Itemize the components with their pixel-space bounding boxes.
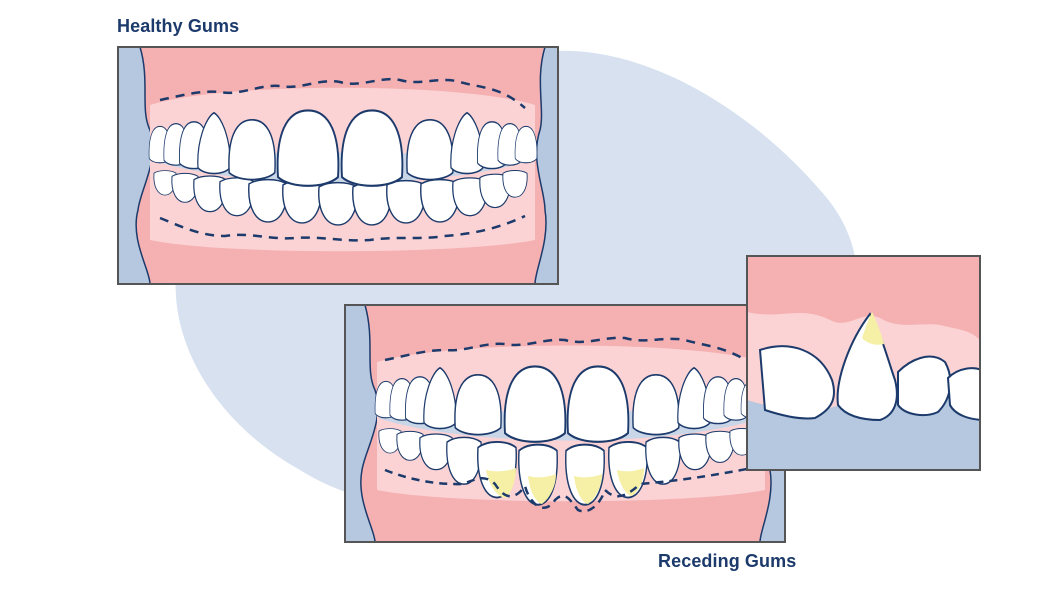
receding-gums-panel xyxy=(345,305,785,542)
zoom-detail-panel xyxy=(747,256,980,470)
upper-gum-line xyxy=(159,77,526,109)
receding-gums-label: Receding Gums xyxy=(658,551,797,571)
zoom-panel-frame xyxy=(746,255,981,471)
right-cheek xyxy=(534,47,558,284)
exposed-roots xyxy=(486,468,644,504)
healthy-panel-frame xyxy=(117,46,559,285)
healthy-gums-panel xyxy=(118,47,558,284)
upper-gum-line xyxy=(384,336,753,366)
left-cheek xyxy=(345,305,379,542)
zoom-teeth xyxy=(758,312,980,422)
left-cheek xyxy=(118,47,154,284)
lower-gum-line xyxy=(384,466,753,513)
lower-gum-line xyxy=(159,214,526,242)
healthy-gums-label: Healthy Gums xyxy=(117,16,240,36)
exposed-root xyxy=(862,312,884,345)
